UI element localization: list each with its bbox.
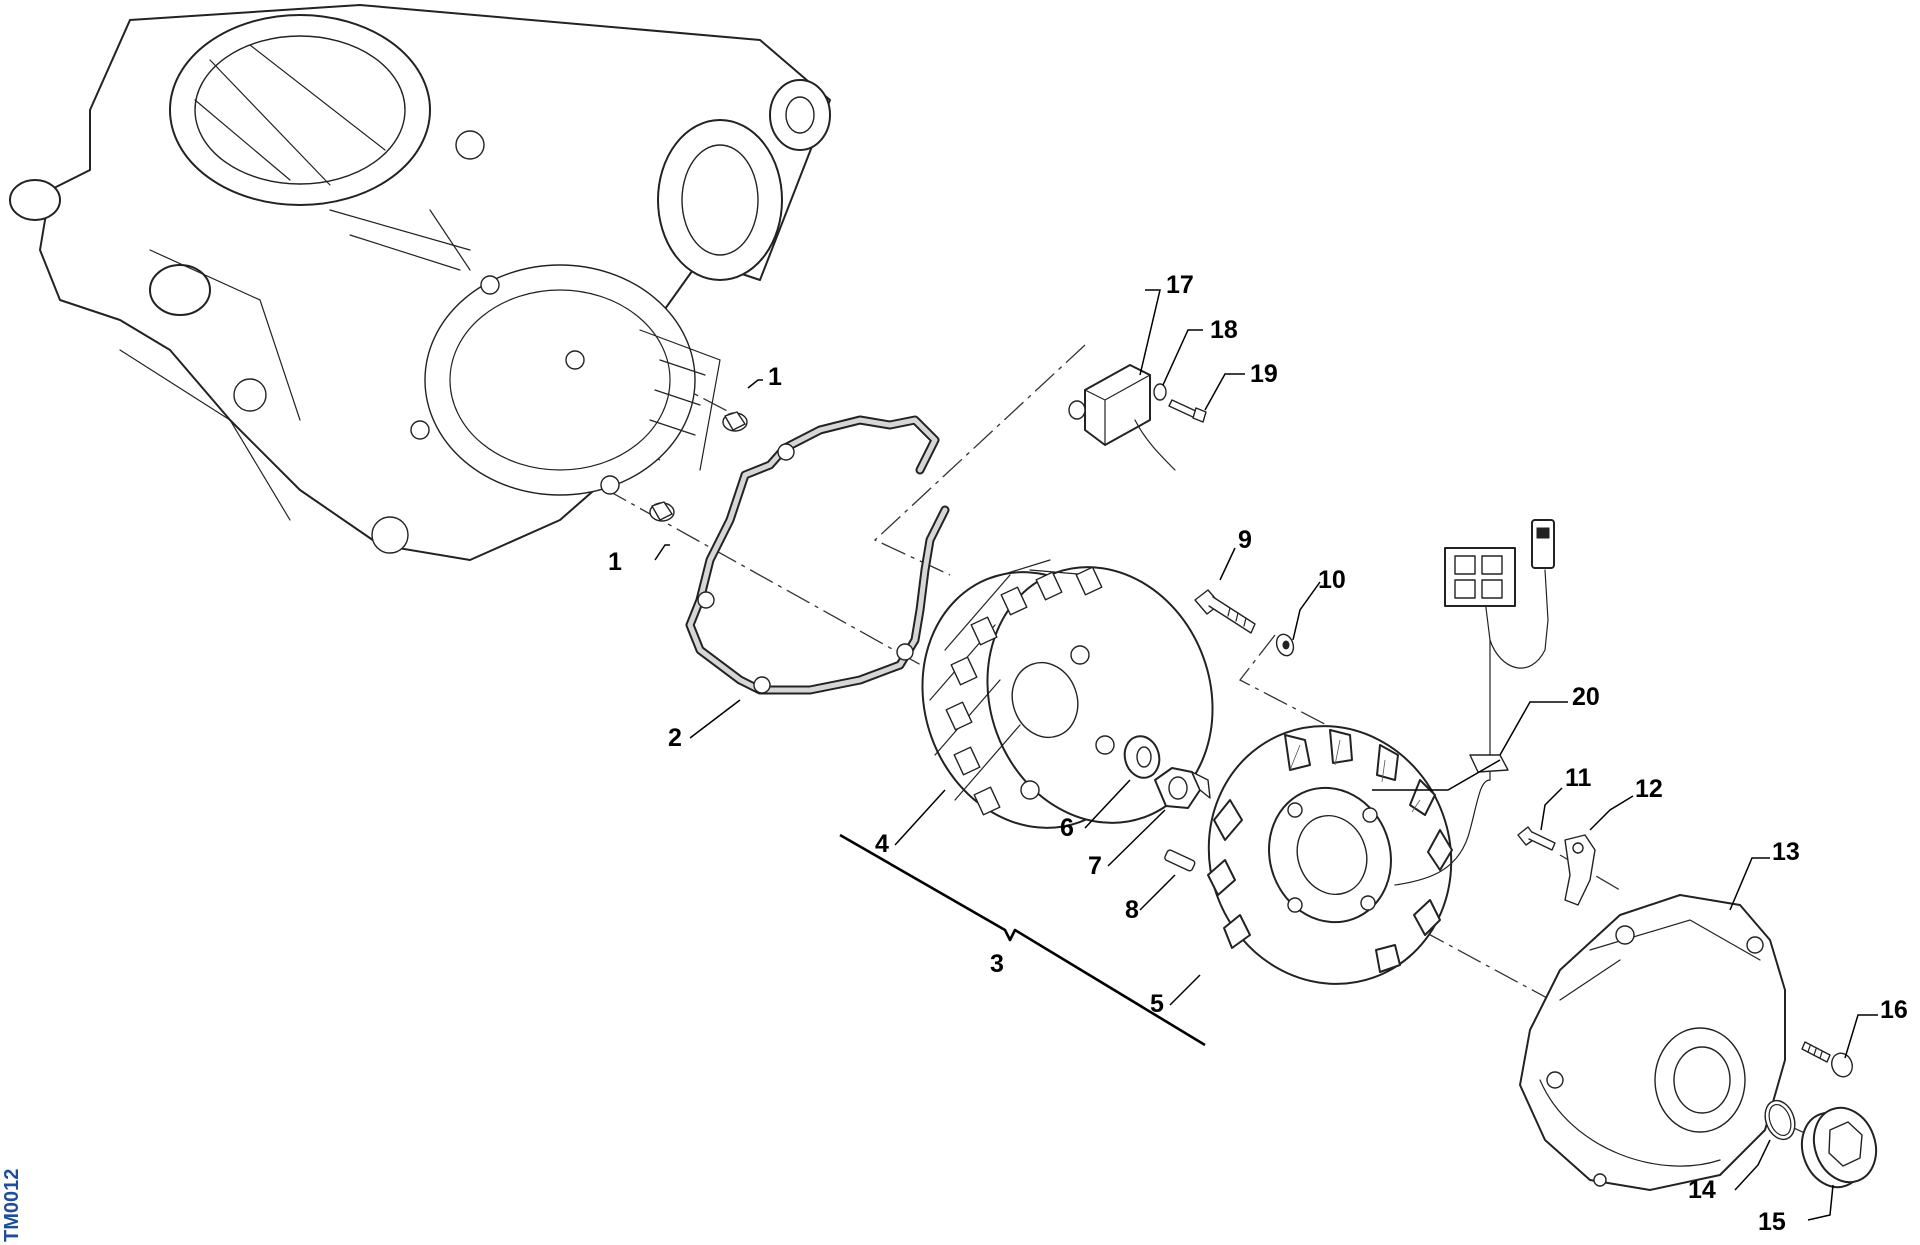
callout-20: 20: [1572, 683, 1600, 711]
plug-o-ring: [1764, 1099, 1796, 1141]
stator-bolt-washer: [1275, 633, 1295, 657]
callout-2: 2: [668, 724, 682, 752]
secondary-connector: [1531, 519, 1555, 569]
flywheel-nut: [1154, 767, 1211, 809]
cable-clamp: [1564, 834, 1596, 906]
callout-18: 18: [1210, 316, 1238, 344]
cover-gasket: [685, 415, 950, 695]
assembly-3-bracket: [839, 833, 1206, 1047]
callout-7: 7: [1088, 852, 1102, 880]
callout-13: 13: [1772, 838, 1800, 866]
callout-1-upper: 1: [768, 363, 782, 391]
stator-wiring-harness: [1444, 519, 1555, 781]
callout-17: 17: [1166, 271, 1194, 299]
callout-16: 16: [1880, 996, 1908, 1024]
engine-crankcase: [9, 4, 831, 561]
stator-coil: [1207, 725, 1491, 985]
callout-4: 4: [875, 830, 889, 858]
callout-1-lower: 1: [608, 548, 622, 576]
callout-14: 14: [1688, 1176, 1716, 1204]
clamp-screw: [1517, 826, 1556, 851]
callout-6: 6: [1060, 814, 1074, 842]
woodruff-key: [1164, 849, 1196, 872]
sensor-screw: [1168, 399, 1207, 423]
callout-9: 9: [1238, 526, 1252, 554]
cover-screw: [1801, 1041, 1853, 1078]
inspection-plug: [1800, 1106, 1878, 1189]
callout-8: 8: [1125, 896, 1139, 924]
sensor-washer: [1153, 383, 1167, 401]
flywheel-washer: [1123, 735, 1161, 779]
callout-3: 3: [990, 950, 1004, 978]
callout-15: 15: [1758, 1208, 1786, 1236]
stator-bolt: [1194, 589, 1256, 634]
callout-11: 11: [1565, 764, 1592, 792]
callout-12: 12: [1635, 775, 1663, 803]
callout-labels: 1 1 2 3 4 5 6 7 8 9 10 11 12 13 14 15 16…: [608, 271, 1908, 1236]
callout-10: 10: [1318, 566, 1346, 594]
leader-lines: [654, 289, 1878, 1221]
main-connector: [1444, 547, 1516, 607]
callout-19: 19: [1250, 360, 1278, 388]
flywheel-rotor: [921, 559, 1214, 829]
dowel-pin-lower: [649, 501, 675, 522]
drawing-code: TM0012: [1, 1169, 23, 1242]
rotor-magnet-slots: [945, 566, 1103, 816]
ignition-cover: [1519, 894, 1786, 1191]
callout-5: 5: [1150, 990, 1164, 1018]
dowel-pin-upper: [722, 411, 748, 432]
pickup-sensor: [1068, 364, 1176, 471]
